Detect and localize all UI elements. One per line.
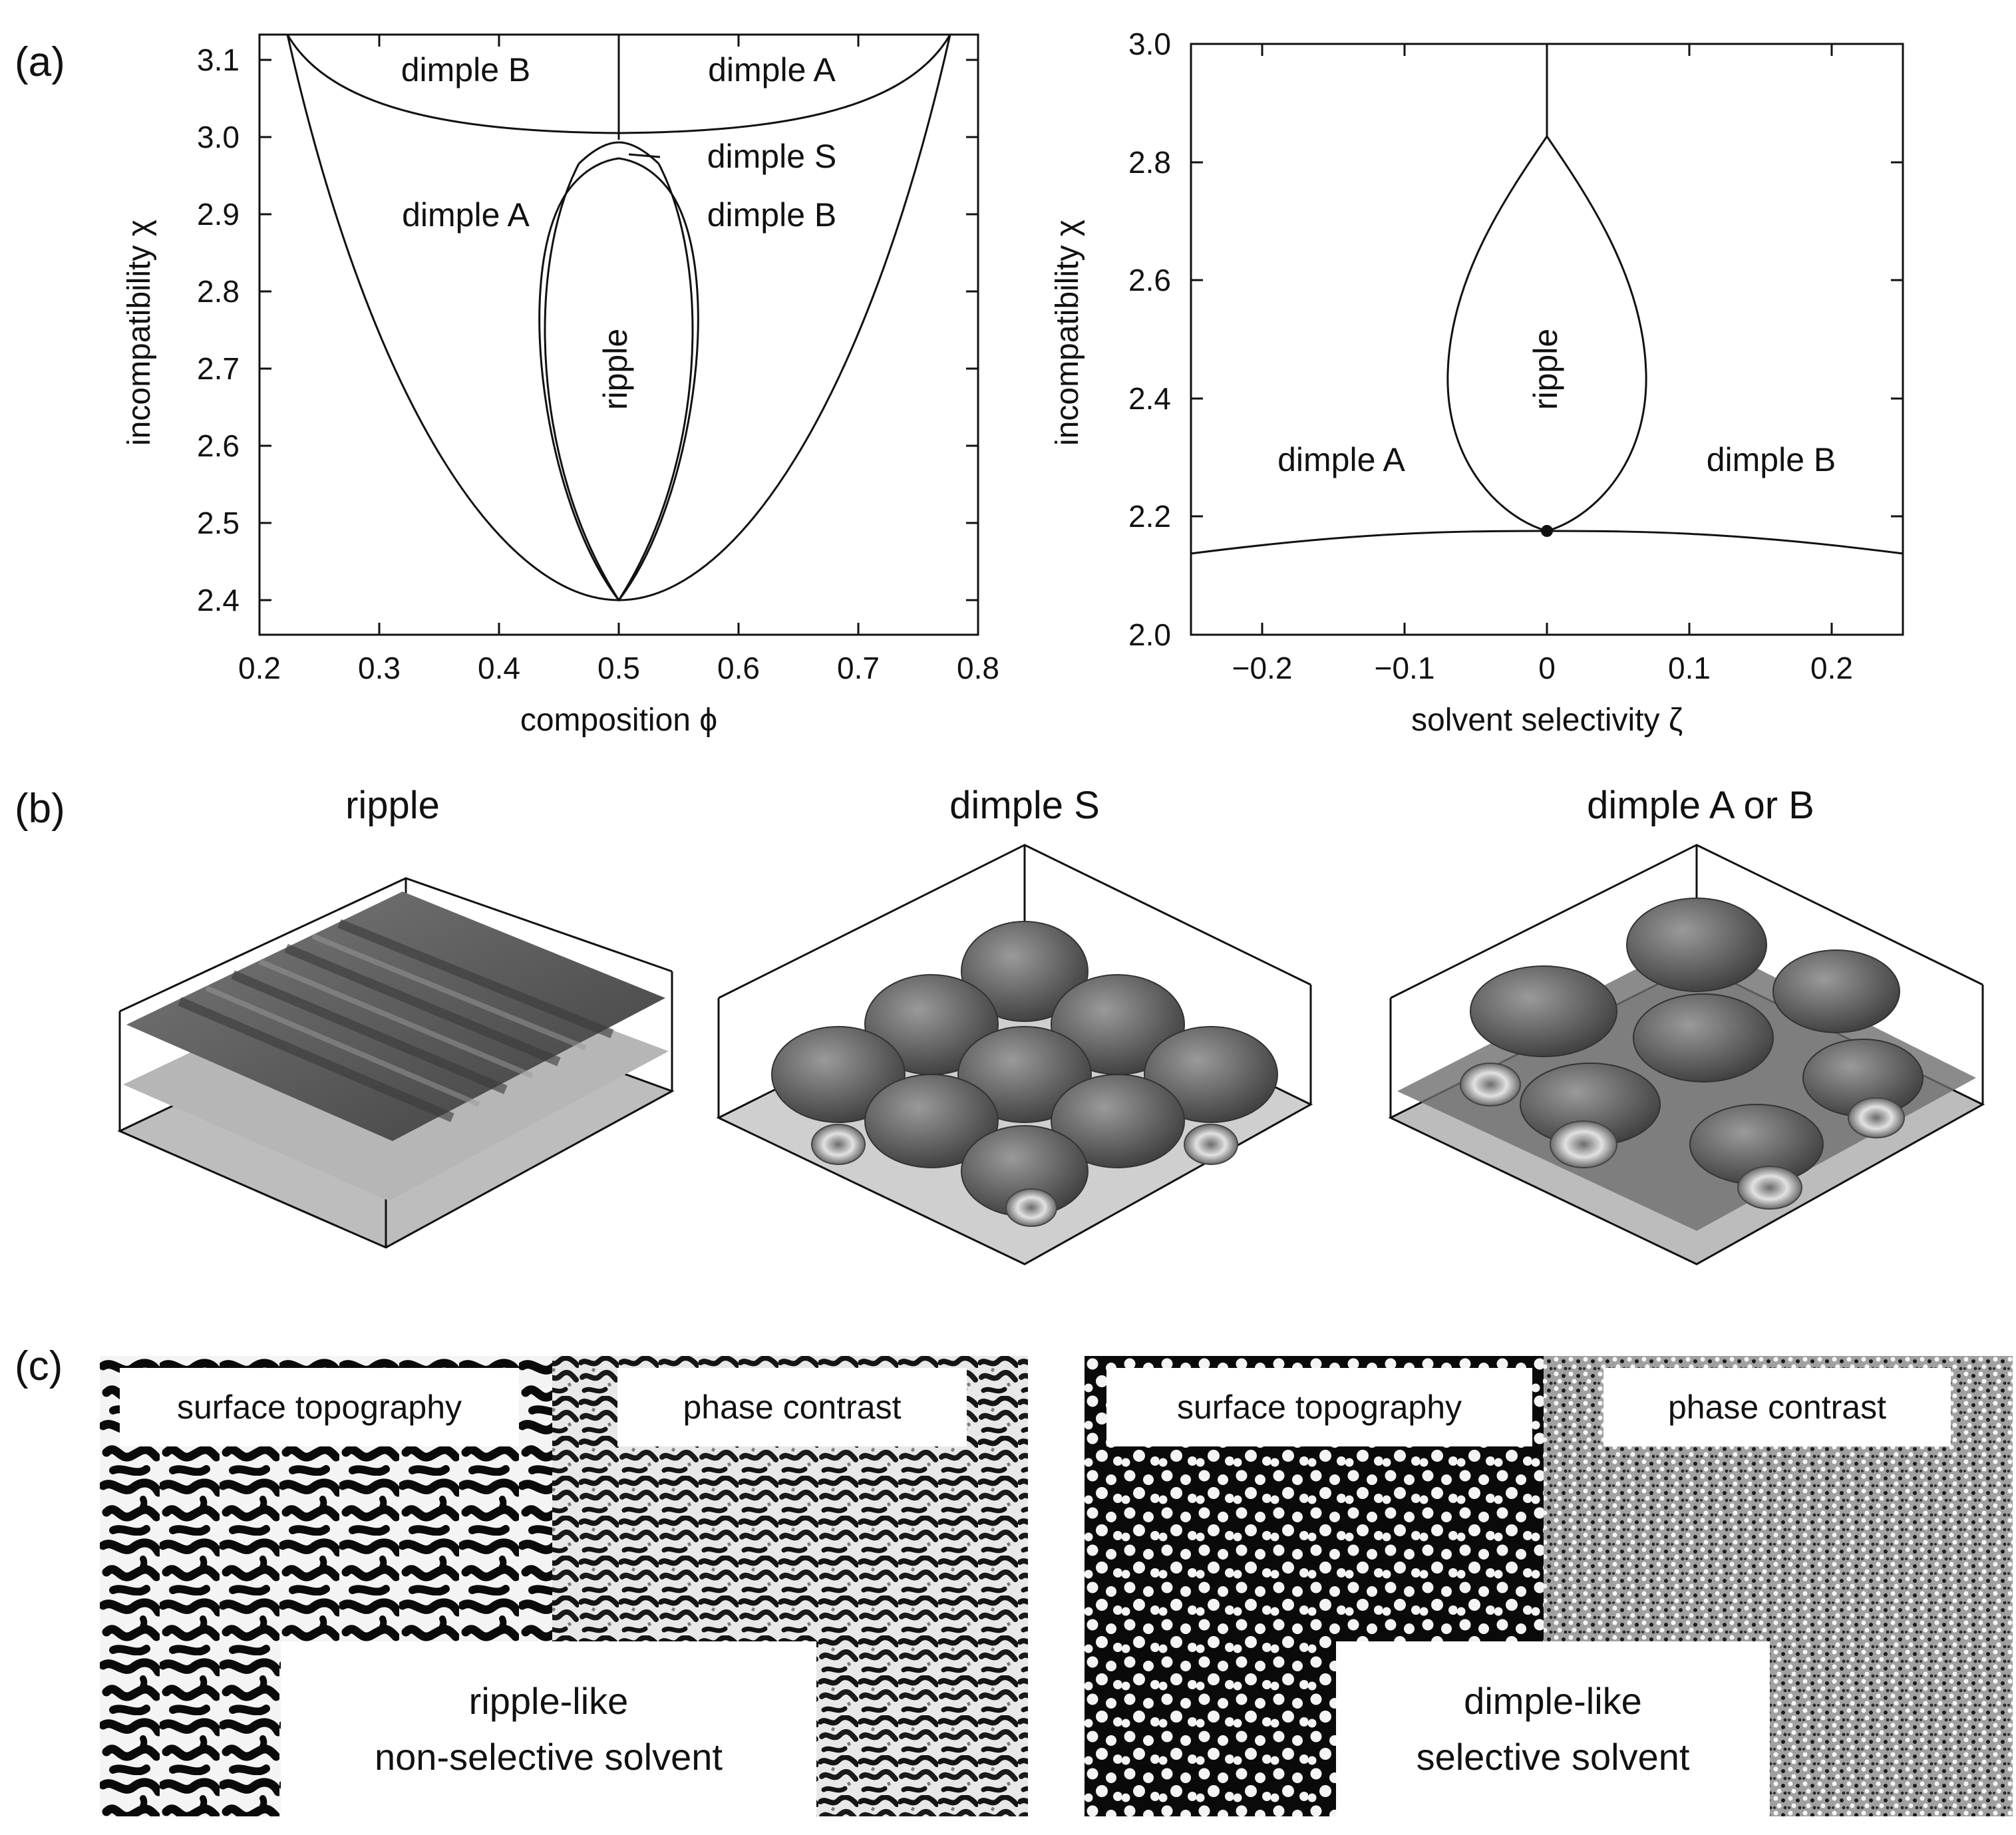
y-tick-marks xyxy=(259,59,978,601)
inner-boundary xyxy=(617,163,694,601)
ripple-surface xyxy=(117,877,675,1249)
caption-line: non-selective solvent xyxy=(375,1735,723,1778)
region-label: dimple B xyxy=(1707,441,1836,478)
y-tick-label: 2.8 xyxy=(197,274,240,309)
y-tick-label: 2.0 xyxy=(1128,617,1171,652)
y-tick-label: 2.6 xyxy=(1128,263,1171,297)
y-tick-label: 2.4 xyxy=(197,583,240,617)
phase-diagram-selectivity: −0.2 −0.1 0 0.1 0.2 2.0 2.2 2.4 2.6 2.8 … xyxy=(1050,27,1904,738)
caption-ripple-like: ripple-like non-selective solvent xyxy=(281,1641,816,1816)
label-surface-topography: surface topography xyxy=(120,1368,519,1446)
panel-label-c: (c) xyxy=(15,1343,63,1389)
surface-renderings: ripple dimple S dimple A or B xyxy=(117,784,1985,1265)
y-tick-label: 3.0 xyxy=(197,120,240,154)
panel-label-a: (a) xyxy=(15,39,65,85)
y-tick-label: 2.4 xyxy=(1128,381,1171,416)
region-label: ripple xyxy=(597,329,634,410)
y-tick-label: 2.5 xyxy=(197,506,240,540)
caption-line: selective solvent xyxy=(1416,1735,1690,1778)
dimple-s-surface xyxy=(716,844,1313,1265)
panel-label-b: (b) xyxy=(15,786,65,832)
dimple-s-boundary xyxy=(578,141,660,165)
y-tick-label: 2.2 xyxy=(1128,499,1171,534)
dimple-ab-surface xyxy=(1388,844,1985,1265)
label-phase-contrast: phase contrast xyxy=(1603,1368,1951,1446)
x-axis-label: solvent selectivity ζ xyxy=(1411,703,1683,738)
ripple-boundary xyxy=(538,157,699,602)
x-tick-label: 0.3 xyxy=(358,651,401,685)
surface-title-dimple-s: dimple S xyxy=(949,784,1100,827)
y-tick-label: 3.1 xyxy=(197,43,240,77)
y-axis-label: incompatibility χ xyxy=(122,220,157,446)
x-tick-label: 0.7 xyxy=(837,651,880,685)
dimple-s-pointer xyxy=(628,153,661,158)
x-tick-label: 0.2 xyxy=(1810,651,1853,685)
x-axis-label: composition ϕ xyxy=(520,703,717,738)
y-tick-label: 2.8 xyxy=(1128,145,1171,180)
y-tick-marks xyxy=(1191,43,1903,636)
surface-title-ripple: ripple xyxy=(345,784,440,827)
critical-point xyxy=(1541,525,1553,537)
y-tick-label: 2.7 xyxy=(197,351,240,386)
surface-title-dimple-ab: dimple A or B xyxy=(1587,784,1814,827)
label-surface-topography: surface topography xyxy=(1106,1368,1532,1446)
y-tick-label: 2.9 xyxy=(197,197,240,232)
region-label: ripple xyxy=(1527,329,1564,410)
x-tick-label: 0.5 xyxy=(597,651,640,685)
region-label: dimple S xyxy=(707,138,837,175)
caption-line: dimple-like xyxy=(1464,1679,1642,1722)
label-phase-contrast: phase contrast xyxy=(617,1368,967,1446)
x-tick-label: 0.2 xyxy=(238,651,281,685)
phase-boundaries xyxy=(286,34,951,602)
x-tick-label: 0.6 xyxy=(717,651,760,685)
x-tick-label: 0.4 xyxy=(478,651,520,685)
inner-boundary xyxy=(544,163,620,601)
region-label: dimple A xyxy=(1277,441,1405,478)
x-tick-label: 0 xyxy=(1538,651,1556,685)
x-tick-label: −0.1 xyxy=(1375,651,1435,685)
x-tick-label: −0.2 xyxy=(1232,651,1293,685)
region-label: dimple B xyxy=(401,51,531,88)
y-tick-label: 2.6 xyxy=(197,428,240,463)
x-tick-label: 0.8 xyxy=(957,651,999,685)
y-axis-label: incompatibility χ xyxy=(1050,220,1085,446)
caption-line: ripple-like xyxy=(468,1679,629,1722)
caption-dimple-like: dimple-like selective solvent xyxy=(1336,1641,1770,1816)
y-tick-label: 3.0 xyxy=(1128,27,1171,61)
region-label: dimple A xyxy=(708,51,836,88)
region-label: dimple B xyxy=(707,196,837,234)
x-tick-label: 0.1 xyxy=(1668,651,1711,685)
phase-diagram-composition: 0.2 0.3 0.4 0.5 0.6 0.7 0.8 2.4 2.5 2.6 … xyxy=(122,33,999,738)
region-label: dimple A xyxy=(402,196,530,234)
